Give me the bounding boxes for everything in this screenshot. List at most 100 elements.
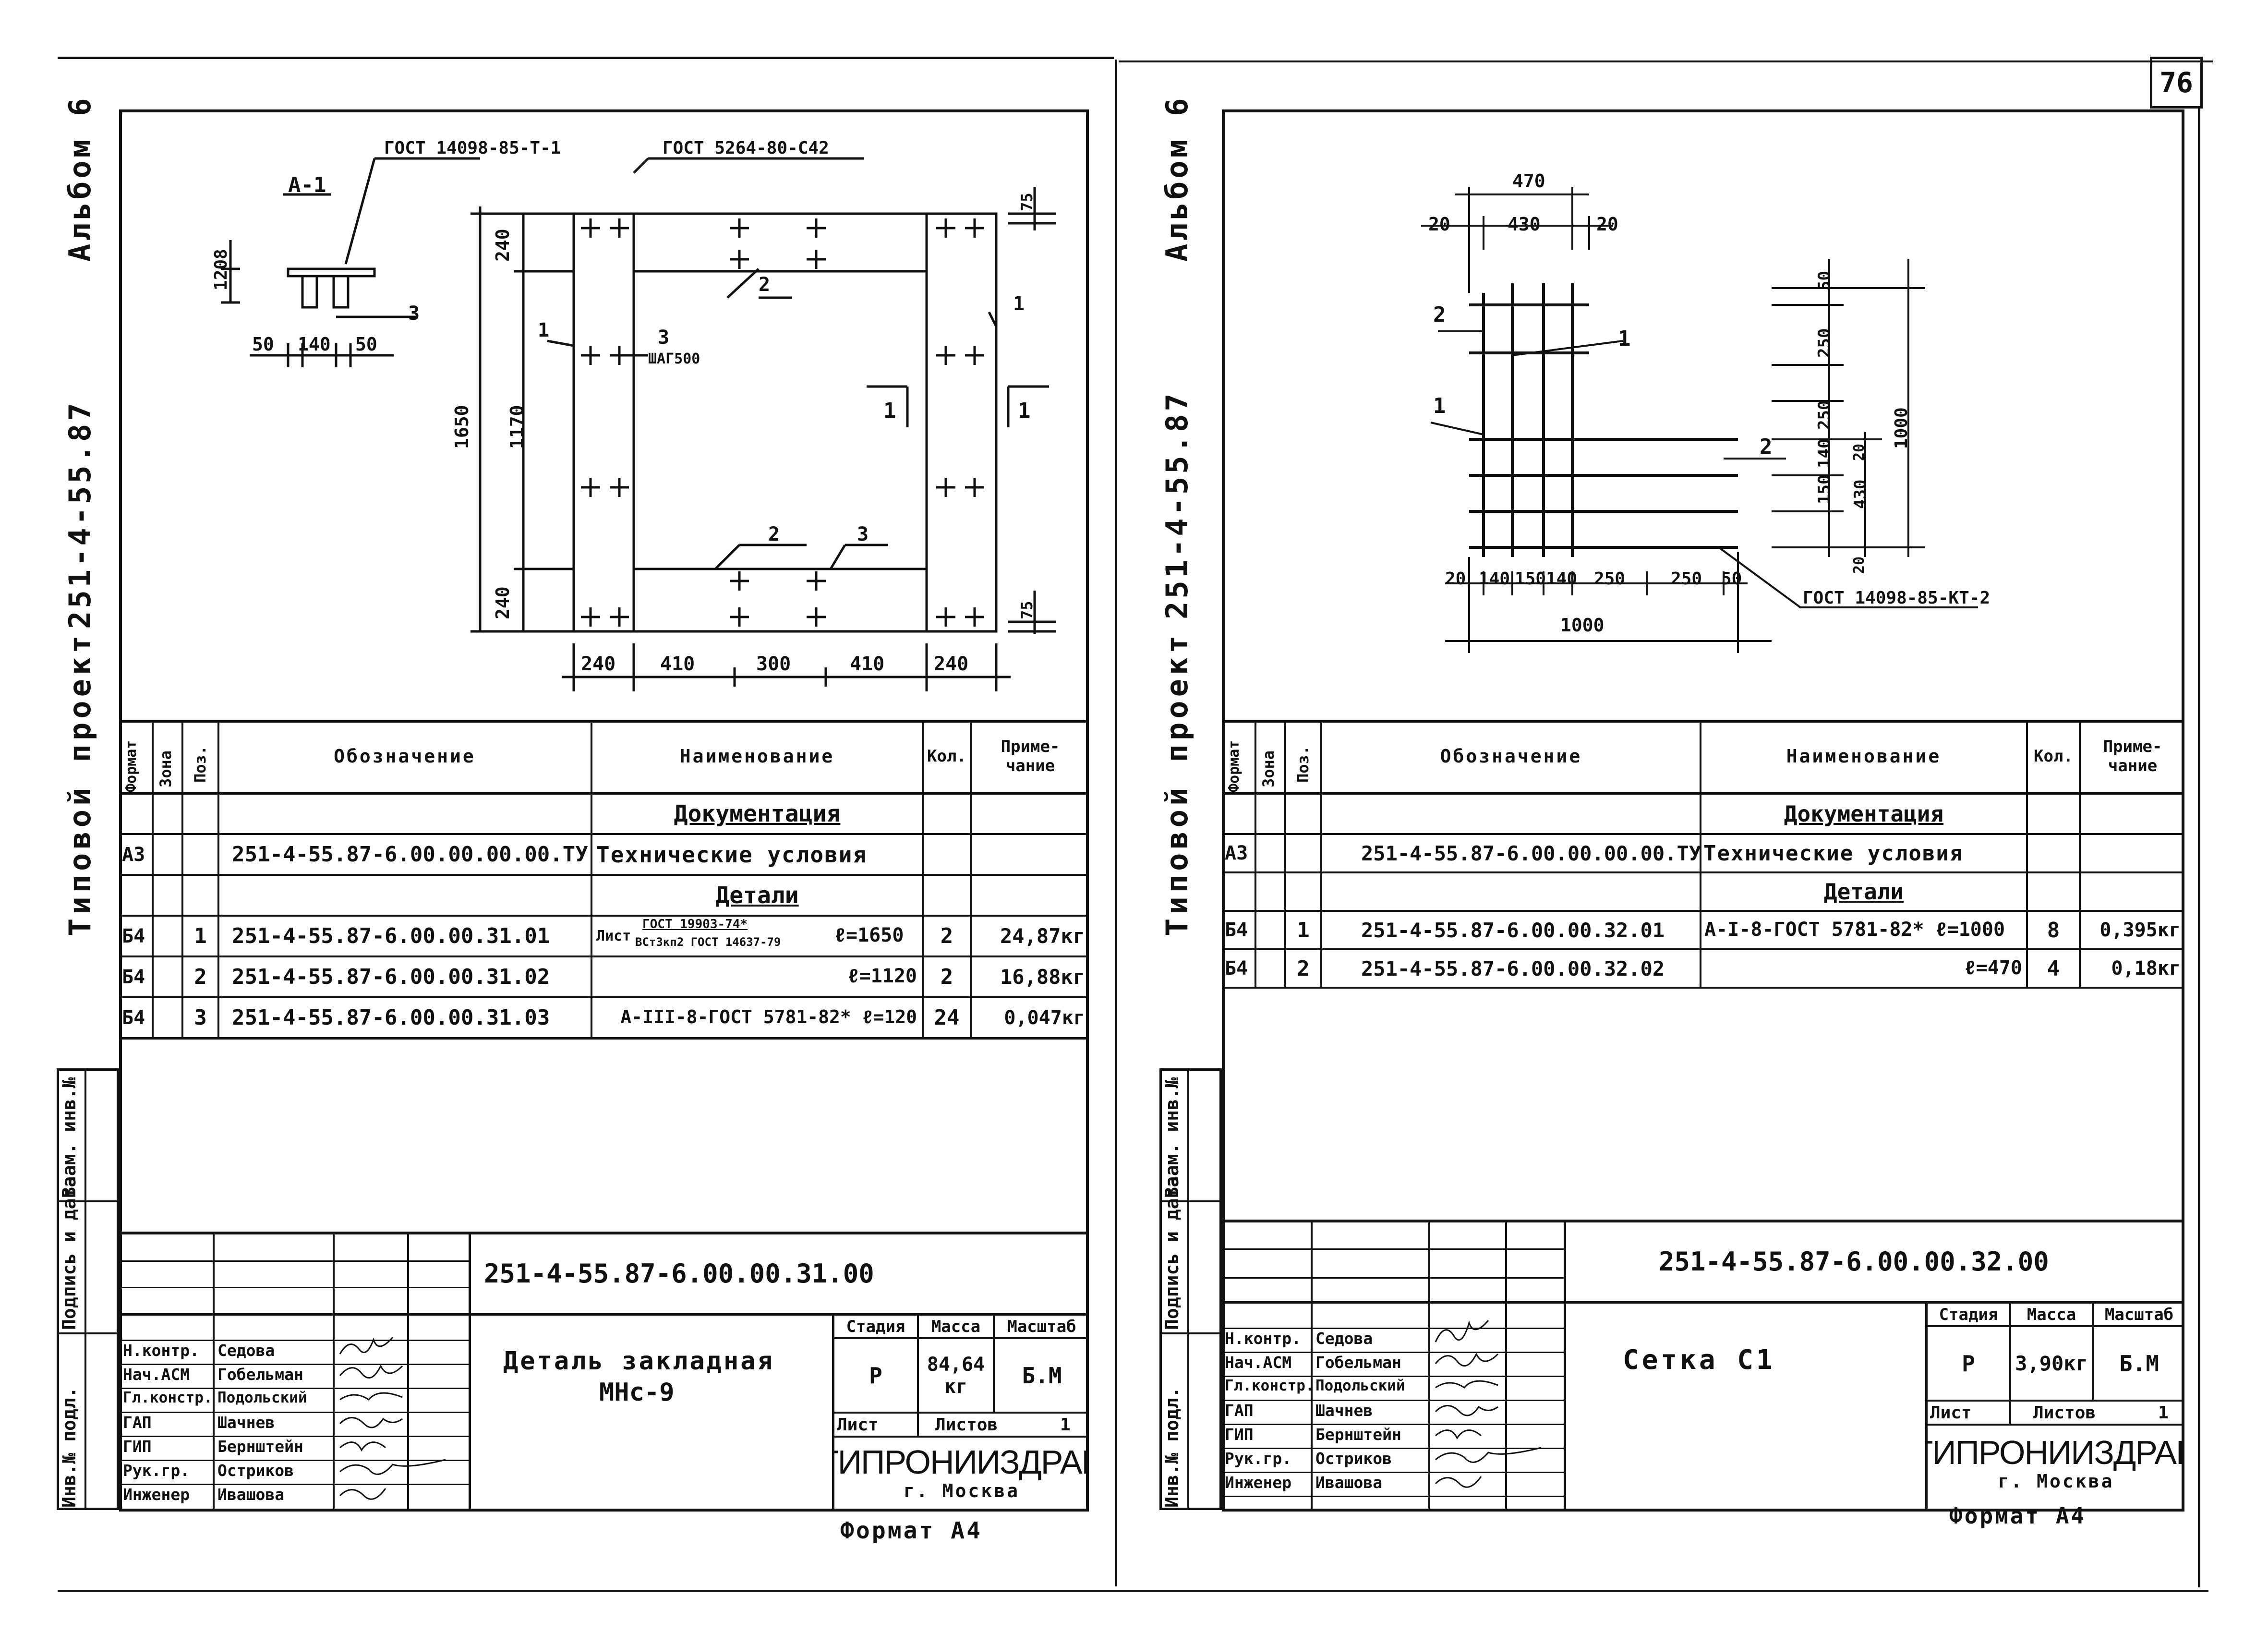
right-tb-code: 251-4-55.87-6.00.00.32.00 xyxy=(1659,1246,2049,1277)
right-signatures xyxy=(1435,1320,1542,1488)
right-h-designation: Обозначение xyxy=(1440,746,1582,767)
left-name-3: Шачнев xyxy=(217,1413,275,1432)
left-r3-pos: 3 xyxy=(194,1005,207,1030)
left-r1-name-len: ℓ=1650 xyxy=(834,924,904,946)
left-name-0: Седова xyxy=(217,1341,275,1360)
left-tb-org: ГИПРОНИИЗДРАВ xyxy=(834,1443,1089,1481)
left-h-zone: Зона xyxy=(157,750,175,787)
left-h-qty: Кол. xyxy=(927,747,966,766)
left-doc-format: А3 xyxy=(122,843,145,866)
label-pos3c: 3 xyxy=(857,523,869,545)
dim-120: 120 xyxy=(211,259,231,290)
left-name-2: Подольский xyxy=(217,1389,307,1406)
left-section-label: А-1 xyxy=(288,173,326,197)
left-project-label: Типовой проект xyxy=(62,631,97,936)
right-h-name: Наименование xyxy=(1786,746,1942,767)
label-pos1a: 1 xyxy=(538,319,550,341)
right-role-0: Н.контр. xyxy=(1225,1329,1301,1348)
right-tb-city: г. Москва xyxy=(1998,1471,2114,1492)
right-h-format: Формат xyxy=(1226,740,1243,792)
right-album-label: Альбом 6 xyxy=(1159,95,1194,262)
left-side-code: 251-4-55.87 xyxy=(62,400,97,629)
dim-r-v430: 430 xyxy=(1851,479,1870,509)
left-r3-format: Б4 xyxy=(122,1006,145,1029)
label-r-pos1b: 1 xyxy=(1433,394,1446,418)
dim-r-b140a: 140 xyxy=(1479,569,1510,589)
left-h-name: Наименование xyxy=(679,746,835,767)
right-section-parts: Детали xyxy=(1823,879,1904,905)
left-tb-sheets-h: Листов xyxy=(935,1415,998,1435)
left-tb-title1: Деталь закладная xyxy=(503,1347,774,1376)
right-tb-sheets-h: Листов xyxy=(2033,1403,2096,1423)
left-r2-designation: 251-4-55.87-6.00.00.31.02 xyxy=(232,965,550,989)
right-tb-stage-h: Стадия xyxy=(1939,1305,1998,1324)
right-name-1: Гобельман xyxy=(1315,1353,1401,1372)
top-rule-left xyxy=(58,57,1114,59)
left-r1-pos: 1 xyxy=(194,924,207,948)
left-format-label: Формат А4 xyxy=(840,1517,983,1544)
left-h-note: Приме- чание xyxy=(1001,737,1060,775)
section-mark-1: 1 xyxy=(883,399,896,423)
dim-r-b140b: 140 xyxy=(1546,569,1578,589)
left-r1-name-prefix: Лист xyxy=(596,928,631,944)
left-r3-qty: 24 xyxy=(934,1005,960,1030)
label-r-pos2a: 2 xyxy=(1433,302,1446,327)
left-r3-designation: 251-4-55.87-6.00.00.31.03 xyxy=(232,1005,550,1030)
section-mark-2: 1 xyxy=(1018,399,1031,423)
right-vzam-label: Взам. инв.№ xyxy=(1161,1077,1182,1198)
center-divider xyxy=(1115,60,1117,1586)
dim-r-v250a: 250 xyxy=(1815,328,1834,358)
left-r3-name: А-III-8-ГОСТ 5781-82* ℓ=120 xyxy=(620,1006,917,1028)
left-h-pos: Поз. xyxy=(191,745,209,783)
dim-75b: 75 xyxy=(1018,601,1036,619)
right-r2-qty: 4 xyxy=(2047,956,2060,981)
right-h-pos: Поз. xyxy=(1294,745,1312,783)
right-h-zone: Зона xyxy=(1259,750,1278,787)
right-r1-name: А-I-8-ГОСТ 5781-82* ℓ=1000 xyxy=(1704,918,2005,941)
dim-r-b1000: 1000 xyxy=(1560,615,1604,636)
right-r1-designation: 251-4-55.87-6.00.00.32.01 xyxy=(1361,918,1665,942)
left-role-1: Нач.АСМ xyxy=(123,1365,190,1384)
left-weld1: ГОСТ 14098-85-Т-1 xyxy=(384,138,561,158)
right-tb-org: ГИПРОНИИЗДРАВ xyxy=(1928,1434,2184,1471)
left-tb-scale: Б.М xyxy=(1022,1362,1062,1389)
right-tb-scale-h: Масштаб xyxy=(2104,1305,2174,1324)
left-tb-title2: МНс-9 xyxy=(599,1378,675,1407)
left-role-2: Гл.констр. xyxy=(123,1389,213,1406)
dim-50b: 50 xyxy=(355,334,377,355)
right-tb-title1: Сетка С1 xyxy=(1623,1344,1775,1376)
right-tb-sheets: 1 xyxy=(2158,1403,2169,1423)
right-sign-label: Подпись и дата xyxy=(1161,1176,1182,1330)
label-pos1b: 1 xyxy=(1013,293,1025,315)
left-r1-name-bottom: ВСт3кп2 ГОСТ 14637-79 xyxy=(635,935,781,949)
right-role-3: ГАП xyxy=(1225,1401,1254,1420)
left-r2-pos: 2 xyxy=(194,965,207,989)
page-number-box: 76 xyxy=(2150,57,2203,109)
label-pos2b: 2 xyxy=(768,523,780,545)
label-r-pos2b: 2 xyxy=(1760,435,1773,459)
left-r1-name-top: ГОСТ 19903-74* xyxy=(642,917,748,931)
right-h-qty: Кол. xyxy=(2034,747,2073,766)
left-r1-note: 24,87кг xyxy=(1000,924,1085,948)
left-tb-sheet-h: Лист xyxy=(837,1415,879,1435)
dim-240-top: 240 xyxy=(492,229,513,262)
dim-r-v50: 50 xyxy=(1815,271,1834,290)
left-sign-label: Подпись и дата xyxy=(59,1176,80,1330)
right-format-label: Формат А4 xyxy=(1949,1503,2087,1529)
left-tb-code: 251-4-55.87-6.00.00.31.00 xyxy=(484,1258,874,1289)
left-role-0: Н.контр. xyxy=(123,1341,199,1360)
right-project-label: Типовой проект xyxy=(1159,631,1194,936)
right-r1-format: Б4 xyxy=(1225,919,1248,941)
right-h-note: Приме- чание xyxy=(2103,737,2162,775)
right-section-docs: Документация xyxy=(1784,801,1944,827)
right-r2-pos: 2 xyxy=(1297,956,1310,981)
right-inv-label: Инв.№ подл. xyxy=(1161,1387,1182,1508)
right-role-5: Рук.гр. xyxy=(1225,1449,1292,1468)
left-r2-note: 16,88кг xyxy=(1000,965,1085,989)
left-doc-name: Технические условия xyxy=(596,841,868,868)
left-side-stamp xyxy=(57,1068,119,1510)
left-tb-mass-h: Масса xyxy=(931,1317,981,1336)
right-name-0: Седова xyxy=(1315,1329,1373,1348)
right-side-code: 251-4-55.87 xyxy=(1159,390,1194,619)
right-doc-designation: 251-4-55.87-6.00.00.00.00.ТУ xyxy=(1361,841,1700,865)
